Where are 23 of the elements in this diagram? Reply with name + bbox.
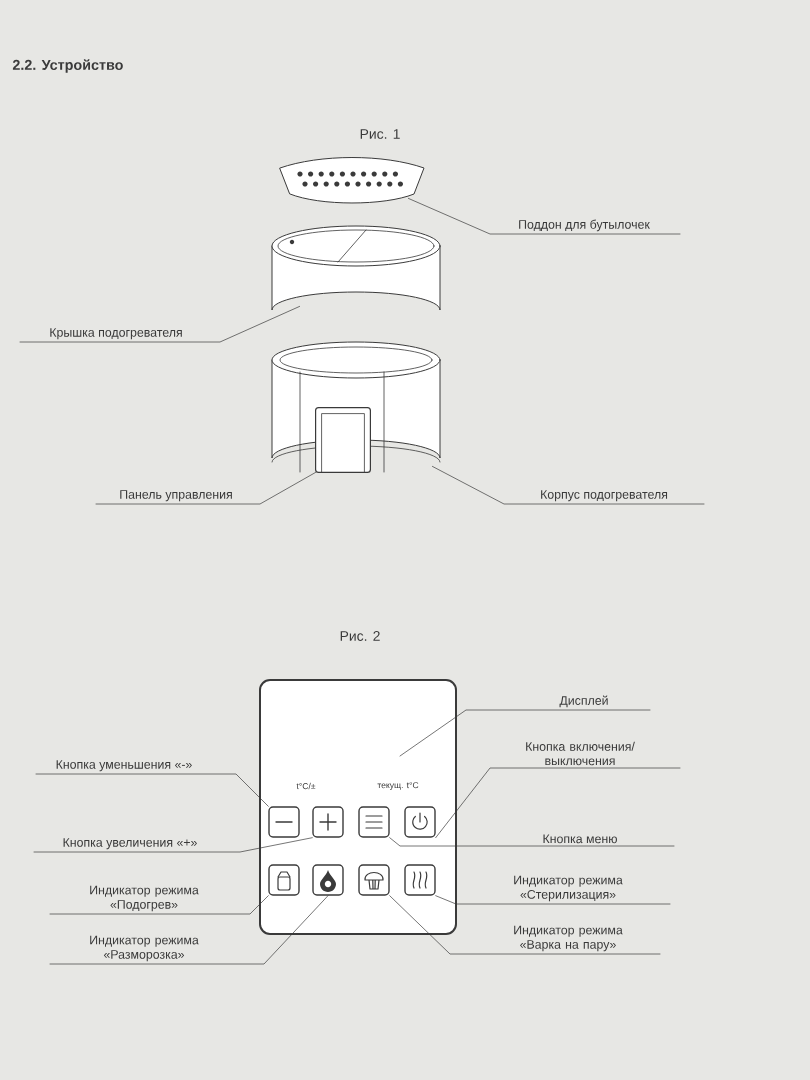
- bottle-indicator: [268, 864, 300, 896]
- plus-button: [312, 806, 344, 838]
- menu-button: [358, 806, 390, 838]
- leader-line: [389, 837, 675, 847]
- leader-line: [389, 895, 661, 955]
- leader-line: [35, 773, 269, 807]
- drop-indicator: [312, 864, 344, 896]
- leader-line: [95, 472, 316, 505]
- leader-line: [435, 895, 671, 905]
- minus-button: [268, 806, 300, 838]
- leader-line: [33, 837, 313, 853]
- leader-line: [19, 306, 300, 343]
- leader-line: [49, 895, 269, 915]
- control-panel-drawing: [315, 407, 371, 473]
- leader-line: [408, 198, 681, 235]
- steamer-indicator: [358, 864, 390, 896]
- lid-drawing: [271, 225, 441, 311]
- power-button: [404, 806, 436, 838]
- leader-line: [432, 466, 705, 505]
- leader-line: [399, 709, 651, 757]
- leader-line: [435, 767, 681, 839]
- waves-indicator: [404, 864, 436, 896]
- tray-drawing: [279, 157, 425, 204]
